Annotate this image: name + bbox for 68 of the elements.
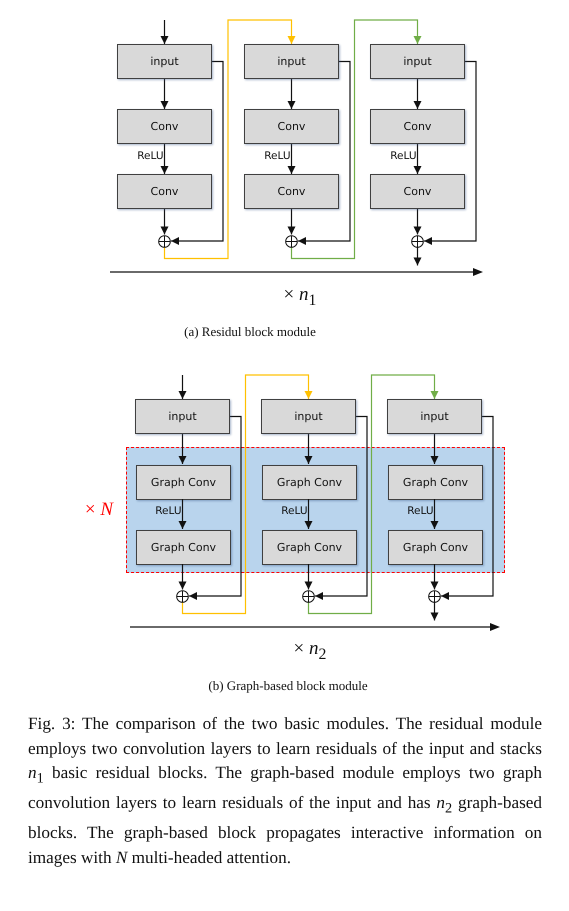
layer-box: input <box>261 399 356 434</box>
arrow <box>164 19 296 260</box>
repeat-label: × N <box>84 499 113 521</box>
arrow <box>414 144 422 174</box>
layer-box: Conv <box>370 109 465 144</box>
arrow <box>298 60 351 245</box>
layer-box: input <box>135 399 230 434</box>
layer-box: Conv <box>244 109 339 144</box>
layer-box: Graph Conv <box>262 465 357 500</box>
subfigure-caption: (a) Residul block module <box>184 324 316 340</box>
sum-circle <box>411 234 424 248</box>
arrow <box>430 499 438 529</box>
arrow <box>178 499 186 529</box>
repeat-count: × n$_{1}$ <box>284 284 316 310</box>
layer-box: Graph Conv <box>262 530 357 565</box>
arrow <box>160 20 168 44</box>
arrow <box>308 374 438 614</box>
arrow <box>288 209 296 234</box>
repeat-count: × n$_{2}$ <box>294 638 326 664</box>
layer-box: Graph Conv <box>136 530 231 565</box>
arrow <box>290 19 422 260</box>
edge-label: ReLU <box>155 505 182 517</box>
arrow <box>304 434 312 464</box>
arrow <box>414 79 422 109</box>
layer-box: Graph Conv <box>136 465 231 500</box>
layer-box: Conv <box>370 174 465 209</box>
arrow <box>414 209 422 234</box>
edge-label: ReLU <box>390 150 416 162</box>
edge-label: ReLU <box>407 505 434 517</box>
arrow <box>304 564 312 590</box>
layer-box: Graph Conv <box>388 530 483 565</box>
sum-circle <box>302 590 315 602</box>
sum-circle <box>428 590 441 602</box>
arrow <box>160 209 168 234</box>
arrow <box>304 499 312 529</box>
sum-circle <box>285 234 298 248</box>
arrow <box>430 602 438 620</box>
arrow <box>178 564 186 590</box>
arrow <box>178 375 186 399</box>
arrow <box>182 374 312 614</box>
arrow <box>315 416 368 600</box>
layer-box: input <box>387 399 482 434</box>
layer-box: input <box>370 44 465 79</box>
edge-label: ReLU <box>281 505 308 517</box>
arrow <box>189 416 242 600</box>
arrow <box>430 434 438 464</box>
arrow <box>178 434 186 464</box>
sum-circle <box>158 234 171 248</box>
layer-box: Conv <box>117 109 212 144</box>
layer-box: Conv <box>244 174 339 209</box>
arrow <box>160 79 168 109</box>
layer-box: Conv <box>117 174 212 209</box>
sum-circle <box>176 590 189 602</box>
arrow <box>160 144 168 174</box>
figure-caption: Fig. 3: The comparison of the two basic modules. The residual module employs two convolution layers to learn residuals of the input and stacks n$_{1}$ basic residual blocks. The graph-based module employs two graph convolution layers to learn residuals of the input and has n$_{2}$ graph-based blocks. The graph-based block propagates interactive information on images with N multi-headed attention. <box>28 713 542 869</box>
arrow <box>171 60 224 245</box>
arrow <box>414 248 422 266</box>
edge-label: ReLU <box>264 150 290 162</box>
layer-box: Graph Conv <box>388 465 483 500</box>
arrow <box>288 144 296 174</box>
arrow <box>441 416 494 600</box>
arrow <box>288 79 296 109</box>
edge-label: ReLU <box>137 150 164 162</box>
layer-box: input <box>117 44 212 79</box>
subfigure-caption: (b) Graph-based block module <box>208 678 368 694</box>
arrow <box>430 564 438 590</box>
layer-box: input <box>244 44 339 79</box>
arrow <box>424 60 477 245</box>
